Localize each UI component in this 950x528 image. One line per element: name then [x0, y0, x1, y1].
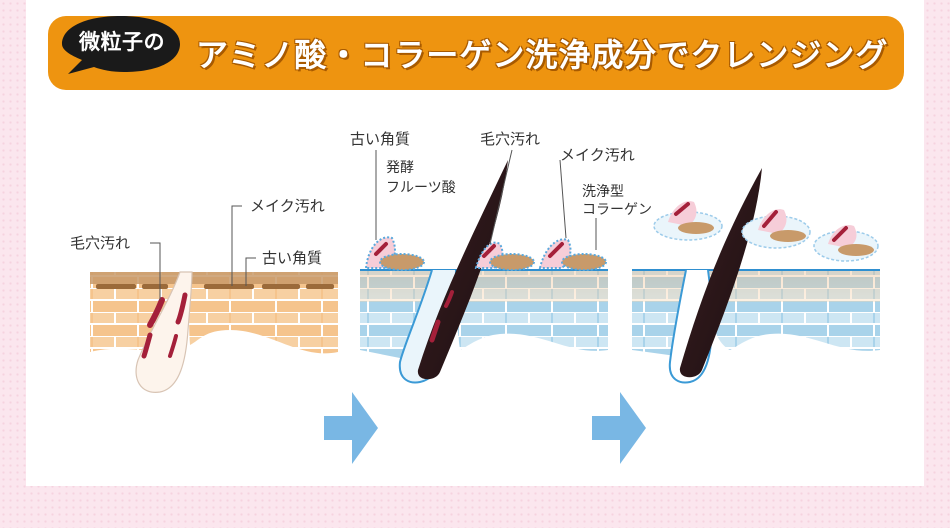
bubble-text: 微粒子の: [79, 30, 165, 54]
label-pore-dirt: 毛穴汚れ: [70, 234, 131, 252]
title-banner: [48, 16, 904, 90]
arrow-2-icon: [592, 392, 646, 464]
label-old-keratin-2: 古い角質: [350, 130, 411, 148]
stage1-leaders: [150, 205, 256, 300]
speech-bubble: [62, 16, 180, 74]
label-makeup-dirt: メイク汚れ: [250, 197, 325, 215]
label-makeup-dirt-2: メイク汚れ: [560, 146, 635, 164]
label-fruit-acid-line1: 発酵: [386, 160, 414, 176]
label-collagen-line1: 洗浄型: [582, 184, 624, 200]
page-title: アミノ酸・コラーゲン洗浄成分でクレンジング: [196, 36, 889, 74]
arrow-1-icon: [324, 392, 378, 464]
label-pore-dirt-2: 毛穴汚れ: [480, 130, 541, 148]
stage1-skin: [90, 271, 338, 393]
label-old-keratin: 古い角質: [262, 249, 323, 267]
label-fruit-acid-line2: フルーツ酸: [386, 180, 456, 196]
stage3-foam-clusters: [653, 201, 879, 262]
stage3-skin: [632, 168, 880, 384]
label-collagen-line2: コラーゲン: [582, 202, 652, 218]
stage2-skin: [360, 160, 608, 384]
stage2-leaders: [375, 149, 597, 250]
stage2-dirt-particles: [364, 236, 607, 271]
